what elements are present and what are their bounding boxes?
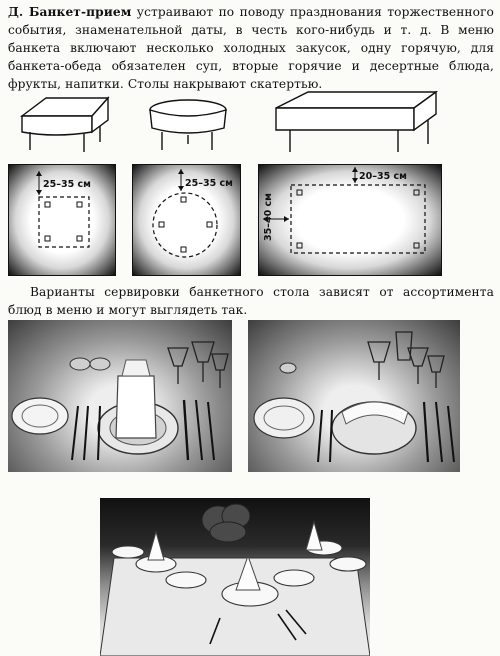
- round-plan-lines: [152, 169, 218, 258]
- place-setting-2-drawing: [253, 331, 455, 463]
- intro-paragraph: Д. Банкет-прием устраивают по поводу пра…: [8, 3, 494, 93]
- variants-paragraph: Варианты сервировки банкетного стола зав…: [8, 285, 494, 317]
- banquet-table-drawing: [100, 503, 370, 656]
- round-table-drawing: [149, 99, 227, 150]
- rect-table-plan: 20–35 см 35–40 см: [258, 164, 442, 276]
- square-overhang-label: 25–35 см: [43, 179, 91, 190]
- round-table-plan: 25–35 см: [132, 164, 241, 276]
- square-table-plan: 25–35 см: [8, 164, 116, 276]
- rect-top-overhang-label: 20–35 см: [359, 171, 407, 182]
- square-table-drawing: [19, 96, 110, 152]
- tablecloth-illustrations: [19, 90, 439, 152]
- rect-table-drawing: [275, 90, 439, 152]
- place-setting-1-drawing: [11, 341, 229, 461]
- banquet-table-photo: [100, 498, 370, 656]
- intro-text: устраивают по поводу празднования торжес…: [8, 5, 494, 91]
- rect-side-overhang-label: 35–40 см: [263, 193, 274, 241]
- table-drawings: [0, 86, 500, 156]
- square-plan-lines: [36, 171, 90, 248]
- place-setting-photo-1: [8, 320, 232, 472]
- rect-plan-lines: [263, 167, 426, 254]
- place-setting-photo-2: [248, 320, 460, 472]
- intro-label: Д. Банкет-прием: [8, 5, 132, 19]
- round-overhang-label: 25–35 см: [185, 178, 233, 189]
